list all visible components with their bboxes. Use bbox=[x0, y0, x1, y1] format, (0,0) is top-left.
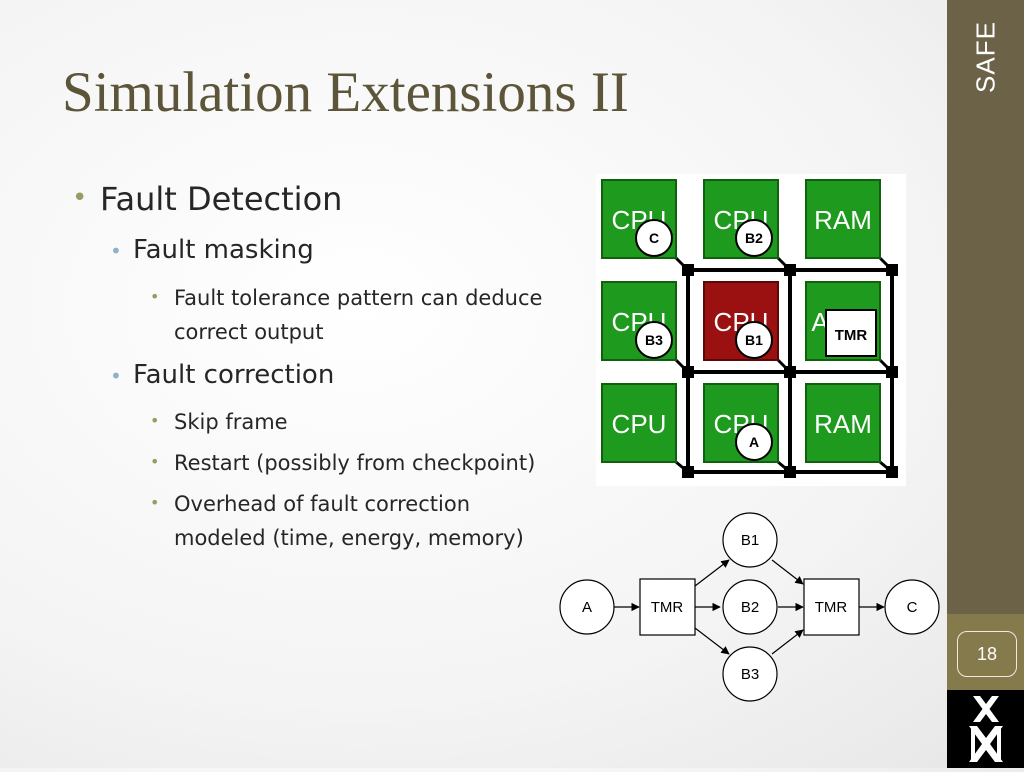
bullet-dot: • bbox=[150, 411, 160, 430]
flow-tmr-out bbox=[803, 578, 860, 636]
flow-node-c bbox=[884, 579, 940, 635]
flow-tmr-in bbox=[639, 578, 696, 636]
flow-node-b2 bbox=[722, 579, 778, 635]
tile-grid-diagram: CPU CPU RAM CPU CPU A CPU CPU RAM TMR C … bbox=[596, 174, 906, 486]
slide-title: Simulation Extensions II bbox=[62, 61, 629, 124]
badge-c: C bbox=[649, 230, 659, 246]
badge-a: A bbox=[749, 434, 759, 450]
flow-label: B3 bbox=[741, 666, 759, 683]
tile-ram-1 bbox=[805, 179, 881, 259]
tmr-flow-diagram: A TMR B1 B2 B3 TMR C bbox=[559, 512, 940, 702]
flow-label: B1 bbox=[741, 532, 759, 549]
bullet-fault-detection: Fault Detection bbox=[100, 180, 343, 218]
bullet-overhead-2: modeled (time, energy, memory) bbox=[174, 526, 524, 550]
bullet-overhead-1: Overhead of fault correction bbox=[174, 492, 470, 516]
flow-node-b1 bbox=[722, 512, 778, 568]
badge-b3: B3 bbox=[645, 332, 663, 348]
bullet-skip-frame: Skip frame bbox=[174, 410, 288, 434]
bullet-dot: • bbox=[150, 452, 160, 471]
bullet-dot: • bbox=[150, 493, 160, 512]
badge-b1: B1 bbox=[745, 332, 763, 348]
flow-label: C bbox=[907, 599, 918, 616]
bullet-dot: • bbox=[110, 364, 122, 388]
page-number: 18 bbox=[957, 631, 1017, 677]
flow-node-a bbox=[559, 579, 615, 635]
tile-label: RAM bbox=[814, 205, 872, 235]
bullet-masking-detail-1: Fault tolerance pattern can deduce bbox=[174, 286, 543, 310]
page-number-band bbox=[947, 614, 1024, 690]
bullet-masking-detail-2: correct output bbox=[174, 320, 324, 344]
badge-b2: B2 bbox=[745, 230, 763, 246]
flow-label: TMR bbox=[651, 599, 684, 616]
flow-label: A bbox=[582, 599, 592, 616]
tile-label: A bbox=[811, 307, 829, 337]
tmr-box bbox=[825, 309, 877, 357]
flow-node-b3 bbox=[722, 646, 778, 702]
bullet-dot: • bbox=[72, 183, 88, 213]
bullet-dot: • bbox=[150, 287, 160, 306]
tile-label: RAM bbox=[814, 409, 872, 439]
bullet-dot: • bbox=[110, 239, 122, 263]
tile-ram-2 bbox=[805, 383, 881, 463]
sidebar-band bbox=[947, 0, 1024, 614]
bullet-restart: Restart (possibly from checkpoint) bbox=[174, 451, 536, 475]
flow-label: B2 bbox=[741, 599, 759, 616]
tile-label: CPU bbox=[612, 409, 667, 439]
bullet-fault-correction: Fault correction bbox=[133, 360, 335, 390]
sidebar-label: SAFE bbox=[970, 21, 1001, 93]
tmr-label: TMR bbox=[835, 327, 868, 344]
tile-cpu-4 bbox=[601, 383, 677, 463]
flow-label: TMR bbox=[815, 599, 848, 616]
bullet-fault-masking: Fault masking bbox=[133, 235, 314, 265]
university-logo bbox=[947, 690, 1024, 768]
